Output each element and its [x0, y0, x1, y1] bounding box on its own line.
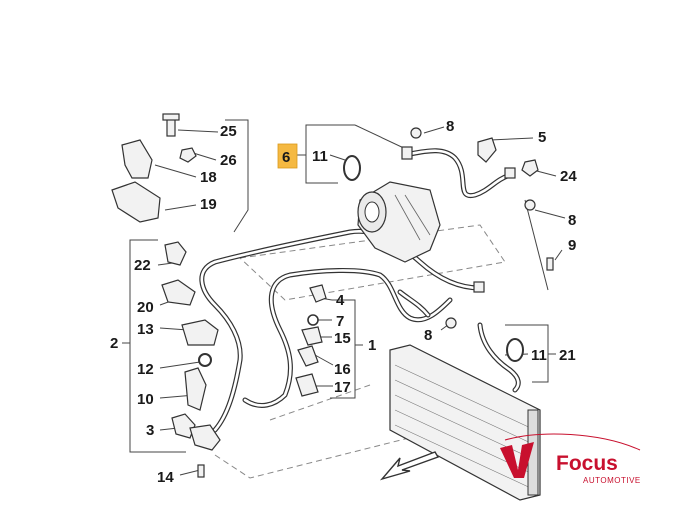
label-9: 9 — [568, 237, 576, 254]
label-18: 18 — [200, 169, 217, 186]
label-14: 14 — [157, 469, 174, 486]
label-4: 4 — [336, 292, 345, 309]
label-3: 3 — [146, 422, 154, 439]
label-21: 21 — [559, 347, 576, 364]
label-22: 22 — [134, 257, 151, 274]
direction-arrow — [379, 451, 440, 481]
label-6: 6 — [282, 149, 290, 166]
label-11-right: 11 — [531, 347, 547, 364]
label-17: 17 — [334, 379, 351, 396]
label-13: 13 — [137, 321, 154, 338]
label-25: 25 — [220, 123, 237, 140]
refrigerant-pipes — [199, 148, 521, 433]
label-7: 7 — [336, 313, 344, 330]
focus-automotive-logo: Focus AUTOMOTIVE — [500, 433, 641, 485]
label-19: 19 — [200, 196, 217, 213]
label-10: 10 — [137, 391, 154, 408]
small-parts — [111, 113, 554, 478]
label-2: 2 — [110, 335, 118, 352]
label-20: 20 — [137, 299, 154, 316]
logo-subtitle: AUTOMOTIVE — [583, 476, 641, 485]
label-5: 5 — [538, 129, 546, 146]
label-12: 12 — [137, 361, 154, 378]
label-26: 26 — [220, 152, 237, 169]
condenser — [389, 344, 541, 501]
label-8-top: 8 — [446, 118, 454, 135]
label-8-right: 8 — [568, 212, 576, 229]
label-1: 1 — [368, 337, 376, 354]
highlight-box-6 — [277, 143, 298, 169]
label-15: 15 — [334, 330, 351, 347]
label-11-top: 11 — [312, 148, 328, 165]
label-24: 24 — [560, 168, 577, 185]
part-labels: 25 26 18 19 6 11 8 5 24 8 9 22 2 20 13 1… — [110, 118, 577, 486]
ac-compressor — [357, 181, 441, 263]
logo-name: Focus — [556, 452, 618, 475]
bracket-lines — [122, 119, 566, 476]
label-8-mid: 8 — [424, 327, 432, 344]
label-16: 16 — [334, 361, 351, 378]
